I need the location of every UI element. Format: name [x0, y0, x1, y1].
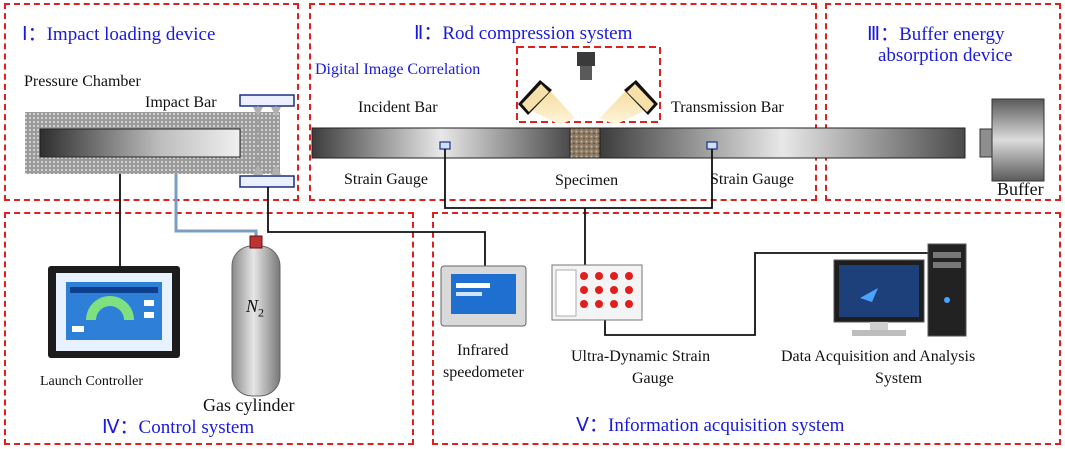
amplifier-knob — [595, 300, 603, 308]
impact-guide-top — [239, 94, 295, 107]
amplifier-knob — [610, 272, 618, 280]
buffer-body — [991, 98, 1045, 182]
camera-icon — [577, 52, 595, 66]
gauge-wire — [444, 149, 713, 209]
label-specimen: Specimen — [555, 172, 619, 189]
label-daq-line2: System — [875, 370, 923, 387]
transmission-bar — [599, 127, 966, 159]
amplifier-knob — [625, 272, 633, 280]
label-pressure-chamber: Pressure Chamber — [24, 73, 141, 90]
region-impact-loading — [4, 3, 299, 201]
title-rod-compression: Ⅱ：Rod compression system — [414, 23, 633, 44]
title-buffer-line2: absorption device — [878, 45, 1013, 66]
n2-subscript: 2 — [258, 305, 265, 320]
impact-bar — [39, 128, 241, 158]
strain-gauge-right-sensor — [706, 141, 718, 150]
region-control-system — [4, 212, 414, 445]
gas-cylinder — [231, 245, 281, 397]
label-infrared-line2: speedometer — [443, 364, 524, 381]
region-buffer-absorption — [825, 3, 1061, 201]
label-launch-controller: Launch Controller — [40, 374, 144, 389]
label-incident-bar: Incident Bar — [358, 99, 438, 116]
amplifier-knob — [625, 286, 633, 294]
label-ultra-line1: Ultra-Dynamic Strain — [571, 348, 711, 365]
amplifier-knob — [595, 286, 603, 294]
title-buffer-line1: Ⅲ：Buffer energy — [867, 24, 1005, 45]
impact-guide-bottom — [239, 175, 295, 188]
computer-tower — [927, 243, 967, 337]
strain-gauge-left-sensor — [439, 141, 451, 150]
amplifier-knob — [580, 286, 588, 294]
label-n2: N2 — [246, 296, 264, 321]
amplifier-knob — [580, 272, 588, 280]
amplifier-knob — [625, 300, 633, 308]
title-control-system: Ⅳ：Control system — [102, 417, 255, 438]
label-daq-line1: Data Acquisition and Analysis — [781, 348, 976, 365]
dic-box — [516, 46, 661, 123]
label-impact-bar: Impact Bar — [145, 94, 217, 111]
speedometer-wire — [267, 187, 486, 266]
label-transmission-bar: Transmission Bar — [671, 99, 784, 116]
amplifier-knob — [580, 300, 588, 308]
label-gas-cylinder: Gas cylinder — [203, 395, 295, 415]
title-impact-loading: Ⅰ：Impact loading device — [22, 24, 216, 45]
region-information-acquisition — [432, 212, 1061, 445]
label-ultra-line2: Gauge — [632, 370, 674, 387]
region-rod-compression — [309, 3, 817, 201]
label-buffer: Buffer — [997, 179, 1044, 199]
amplifier-knob — [610, 300, 618, 308]
title-information-acquisition: Ⅴ：Information acquisition system — [576, 415, 845, 436]
label-strain-gauge-right: Strain Gauge — [710, 171, 794, 188]
n2-symbol: N — [246, 296, 259, 316]
daq-wire — [604, 252, 930, 336]
specimen — [569, 127, 601, 159]
label-dic: Digital Image Correlation — [315, 61, 481, 78]
label-strain-gauge-left: Strain Gauge — [344, 171, 428, 188]
label-infrared-line1: Infrared — [457, 342, 509, 359]
amplifier-knob — [595, 272, 603, 280]
amplifier-knob — [610, 286, 618, 294]
